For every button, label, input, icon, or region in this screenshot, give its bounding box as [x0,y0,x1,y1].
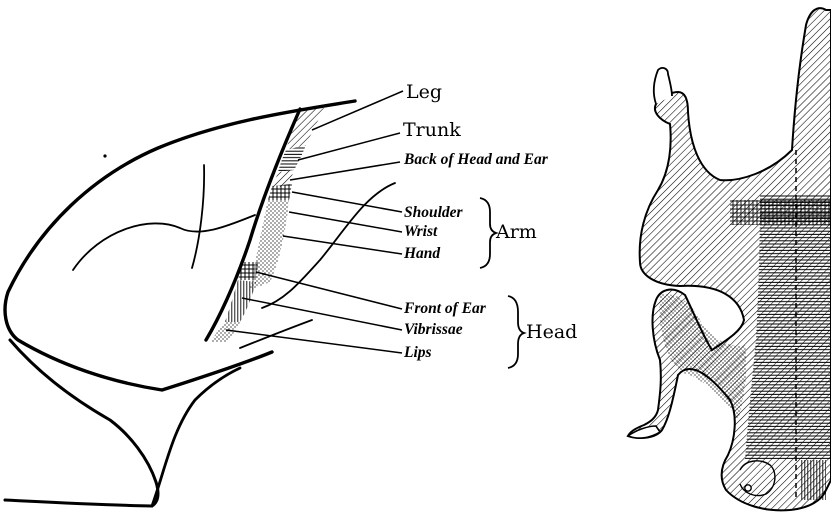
lower-lobe-outline [5,340,158,506]
leader-shoulder [292,192,402,212]
label-leg: Leg [406,83,442,102]
label-hand: Hand [404,246,440,262]
sulcus-4 [240,320,312,348]
arm-brace [480,198,496,268]
medial-wall [206,109,300,340]
leader-lips [226,330,402,353]
rat-region-shoulder [730,200,831,225]
label-shoulder: Shoulder [404,205,463,221]
rat-region-head-vertical [800,460,826,500]
cortex-drawing [5,101,395,506]
leader-front-of-ear [256,272,402,309]
cortex-region-shoulder [268,184,292,200]
leader-hand [283,236,402,254]
leader-lines [226,91,403,353]
rat-figurine [628,8,831,510]
label-lips: Lips [404,345,432,361]
sulcus-1 [73,215,255,270]
label-wrist: Wrist [404,224,437,240]
leader-back-of-head [290,162,400,180]
leader-leg [312,91,403,130]
label-vibrissae: Vibrissae [404,322,463,338]
cortex-region-vibrissae [225,280,256,322]
label-back-of-head-and-ear: Back of Head and Ear [404,152,548,168]
rat-eye [745,485,751,491]
label-trunk: Trunk [403,121,461,140]
label-arm: Arm [496,223,537,242]
head-brace [508,296,524,368]
sulcus-2 [192,165,204,268]
label-front-of-ear: Front of Ear [404,301,486,317]
label-head: Head [526,323,577,342]
leader-wrist [289,212,402,232]
leader-trunk [298,133,400,160]
